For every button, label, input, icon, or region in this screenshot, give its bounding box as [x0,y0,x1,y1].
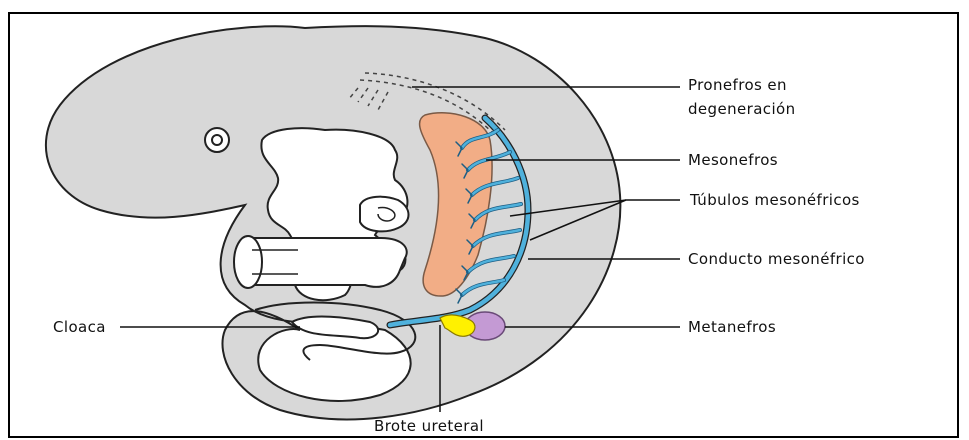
label-metanefros: Metanefros [688,315,776,339]
label-conducto-mesonefrico: Conducto mesonéfrico [688,247,865,271]
label-pronefros-line2: degeneración [688,97,796,121]
label-mesonefros: Mesonefros [688,148,778,172]
label-cloaca: Cloaca [53,315,106,339]
label-brote-ureteral: Brote ureteral [374,414,484,438]
label-pronefros-line1: Pronefros en [688,73,787,97]
otic-vesicle-inner [212,135,222,145]
heart-region [360,197,409,232]
label-tubulos-mesonefricos: Túbulos mesonéfricos [690,188,860,212]
yolk-stalk-end [234,236,262,288]
gut-tube [245,238,407,287]
